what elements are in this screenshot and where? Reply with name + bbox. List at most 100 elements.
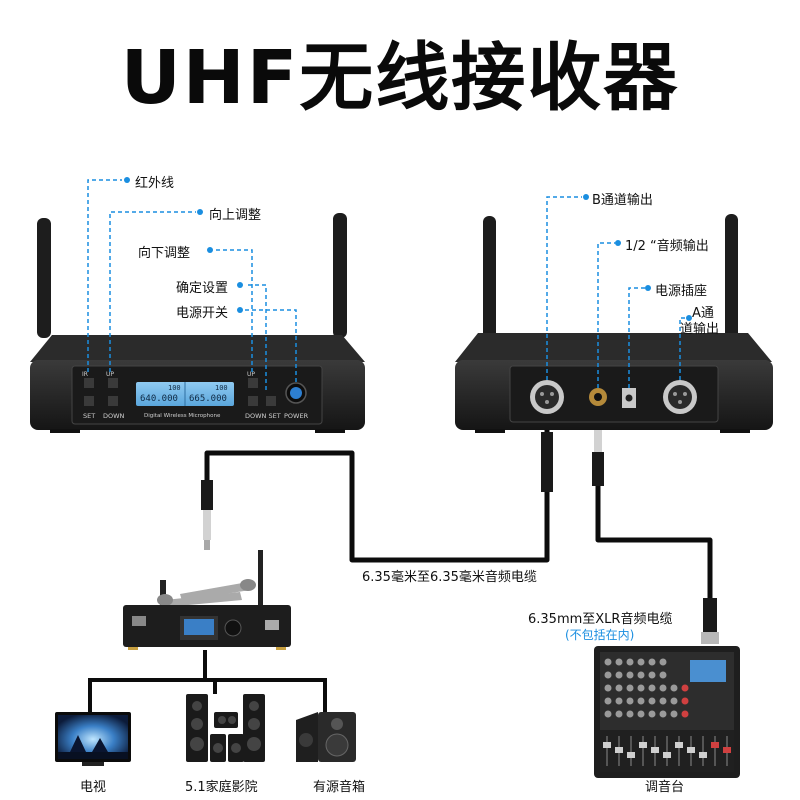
mixer-knob[interactable]	[670, 684, 678, 692]
mixer-knob[interactable]	[670, 710, 678, 718]
label-quarter-inch-out: 1/2 “音频输出	[625, 239, 709, 254]
mixer-knob[interactable]	[615, 710, 623, 718]
cable-635-to-635	[204, 430, 550, 563]
lcd-right-ch: 100	[215, 384, 228, 392]
mixer-fader-handle[interactable]	[675, 742, 683, 748]
mixer-knob[interactable]	[615, 658, 623, 666]
ir-window	[84, 378, 94, 388]
karaoke-receiver	[123, 550, 291, 650]
mixer-knob[interactable]	[604, 671, 612, 679]
label-tv: 电视	[80, 780, 107, 795]
back-receiver	[455, 214, 773, 433]
label-a-channel-out-2: 道输出	[680, 322, 720, 337]
label-a-channel-out-1: A通	[692, 306, 714, 321]
mixer-knob[interactable]	[681, 710, 689, 718]
lcd-right-freq: 665.000	[189, 394, 227, 404]
label-adjust-up: 向上调整	[209, 208, 262, 223]
page-title: UHF无线接收器	[120, 35, 680, 121]
cable-plug-quarter	[592, 430, 604, 486]
mixer-fader-row	[603, 736, 731, 766]
mixer-fader-handle[interactable]	[651, 747, 659, 753]
mixer-knob[interactable]	[615, 684, 623, 692]
up-button-right[interactable]	[248, 378, 258, 388]
mixer-knob[interactable]	[637, 710, 645, 718]
mixer-knob[interactable]	[681, 684, 689, 692]
back-callout-dots	[583, 194, 692, 321]
set-button-left[interactable]	[84, 396, 94, 406]
mixer-fader-handle[interactable]	[603, 742, 611, 748]
mixer-knob[interactable]	[626, 658, 634, 666]
mixer-knob[interactable]	[615, 671, 623, 679]
mixer-knob[interactable]	[659, 671, 667, 679]
mixer-knob[interactable]	[648, 684, 656, 692]
label-power-socket: 电源插座	[655, 284, 708, 299]
mixer-knob[interactable]	[648, 658, 656, 666]
mixer-fader-handle[interactable]	[711, 742, 719, 748]
back-callouts	[546, 196, 686, 388]
mixer-fader-track	[678, 736, 680, 766]
mixer-knob[interactable]	[637, 658, 645, 666]
active-speaker-icon	[296, 712, 356, 762]
label-confirm-set: 确定设置	[176, 281, 229, 296]
mixer-knob[interactable]	[670, 697, 678, 705]
mixer-fader-handle[interactable]	[723, 747, 731, 753]
mixer-knob[interactable]	[659, 684, 667, 692]
mixer-fader-handle[interactable]	[687, 747, 695, 753]
mixer-fader-handle[interactable]	[615, 747, 623, 753]
mixer-fader-handle[interactable]	[627, 752, 635, 758]
mixer-knob[interactable]	[681, 697, 689, 705]
cable-plug-635-top	[541, 432, 553, 492]
mixer-knob[interactable]	[659, 658, 667, 666]
mixer-knob[interactable]	[626, 684, 634, 692]
back-right-antenna	[725, 214, 738, 344]
label-infrared: 红外线	[135, 176, 175, 191]
lcd-left-ch: 100	[168, 384, 181, 392]
mixer-knob[interactable]	[648, 697, 656, 705]
mixer-knob[interactable]	[637, 671, 645, 679]
mixer-knob[interactable]	[604, 710, 612, 718]
mixer-knob[interactable]	[659, 710, 667, 718]
mixer-fader-track	[606, 736, 608, 766]
label-adjust-down: 向下调整	[138, 246, 191, 261]
mixer-fader-handle[interactable]	[699, 752, 707, 758]
set-button-right[interactable]	[266, 396, 276, 406]
label-home-theater: 5.1家庭影院	[185, 780, 258, 795]
mixer-knob[interactable]	[626, 710, 634, 718]
mixer-knob[interactable]	[604, 658, 612, 666]
down-mark-left: DOWN	[103, 412, 125, 420]
label-b-channel-out: B通道输出	[592, 193, 653, 208]
mixer-fader-track	[666, 736, 668, 766]
label-power-switch: 电源开关	[176, 306, 229, 321]
label-active-speaker: 有源音箱	[313, 780, 366, 795]
label-cable-635-xlr: 6.35mm至XLR音频电缆	[528, 612, 673, 627]
right-antenna	[333, 213, 347, 338]
back-left-antenna	[483, 216, 496, 341]
mixer-fader-track	[714, 736, 716, 766]
lcd-left-freq: 640.000	[140, 394, 178, 404]
down-set-mark: DOWN SET	[245, 412, 281, 420]
distribution-lines	[88, 650, 327, 712]
mixer-knob[interactable]	[604, 697, 612, 705]
down-button-right[interactable]	[248, 396, 258, 406]
mixer-knob[interactable]	[637, 697, 645, 705]
label-mixer: 调音台	[645, 780, 685, 795]
mixer-knob[interactable]	[648, 671, 656, 679]
mixer-knob[interactable]	[659, 697, 667, 705]
mixer-fader-track	[630, 736, 632, 766]
mixer-knob[interactable]	[615, 697, 623, 705]
mixer-knob[interactable]	[626, 671, 634, 679]
left-antenna	[37, 218, 51, 338]
up-button-left[interactable]	[108, 378, 118, 388]
cable-plug-xlr	[701, 598, 719, 644]
mixer-fader-handle[interactable]	[639, 742, 647, 748]
brand-line: Digital Wireless Microphone	[144, 413, 221, 419]
home-theater-icon	[186, 694, 265, 762]
mixer-knob[interactable]	[604, 684, 612, 692]
tv-icon	[55, 712, 131, 766]
mixer-knob[interactable]	[637, 684, 645, 692]
mixer-knob[interactable]	[626, 697, 634, 705]
front-callout-dots	[124, 177, 243, 313]
down-button-left[interactable]	[108, 396, 118, 406]
mixer-fader-handle[interactable]	[663, 752, 671, 758]
mixer-knob[interactable]	[648, 710, 656, 718]
